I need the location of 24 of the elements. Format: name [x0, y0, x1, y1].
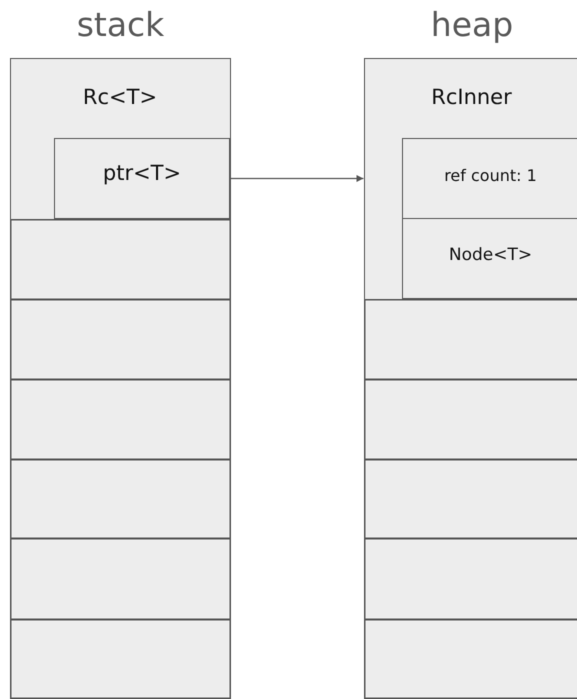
empty-memory-cell — [364, 458, 577, 538]
empty-memory-cell — [10, 538, 230, 620]
cell-label: RcInner — [430, 84, 513, 108]
memory-cell — [402, 138, 577, 219]
empty-memory-cell — [10, 618, 230, 698]
empty-memory-cell — [10, 378, 230, 460]
empty-memory-cell — [402, 138, 577, 299]
empty-memory-cell — [364, 538, 577, 620]
cell-label: Rc<T> — [82, 84, 158, 108]
arrow — [230, 175, 364, 182]
column-heading: heap — [430, 5, 514, 44]
empty-memory-cell — [364, 618, 577, 698]
empty-memory-cell — [10, 298, 230, 380]
empty-memory-cell — [10, 458, 230, 538]
column-heading: stack — [76, 5, 166, 44]
memory-cell — [54, 138, 230, 219]
cell-label: ptr<T> — [102, 161, 182, 185]
memory-cell — [10, 58, 230, 220]
memory-cell — [402, 218, 577, 299]
cell-label: Node<T> — [448, 245, 534, 265]
cell-label: ref count: 1 — [443, 166, 538, 185]
empty-memory-cell — [364, 298, 577, 380]
empty-memory-cell — [10, 218, 230, 300]
empty-memory-cell — [364, 378, 577, 460]
